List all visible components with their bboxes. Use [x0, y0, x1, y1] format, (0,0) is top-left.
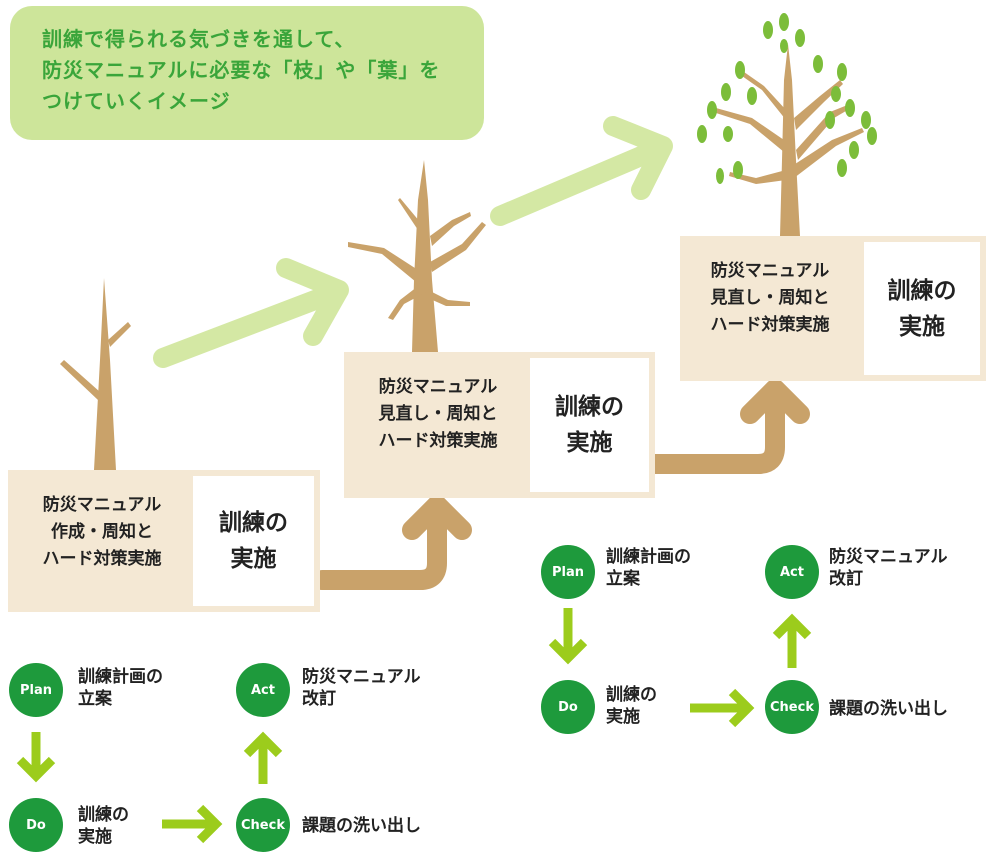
stage-3-training-line-1: 訓練の: [887, 277, 957, 304]
callout-line-2: 防災マニュアルに必要な「枝」や「葉」を: [42, 58, 441, 82]
pdca-2-do-node: Do: [541, 680, 595, 734]
pdca-1-act-line-2: 改訂: [302, 689, 336, 709]
pdca-2-plan-line-2: 立案: [606, 569, 640, 589]
pdca-2-act-label: 防災マニュアル 改訂: [829, 546, 948, 590]
pdca-2-plan-line-1: 訓練計画の: [606, 547, 691, 567]
pdca-2-plan-node: Plan: [541, 545, 595, 599]
pdca-2-check-node: Check: [765, 680, 819, 734]
stage-2-line-2: 見直し・周知と: [378, 404, 498, 424]
stage-1-training-line-1: 訓練の: [219, 510, 288, 536]
pdca-2-check-label: 課題の洗い出し: [829, 699, 948, 719]
stage-1-training-line-2: 実施: [230, 546, 277, 572]
stage-2-training-line-2: 実施: [566, 430, 613, 456]
stage-2-line-3: ハード対策実施: [378, 431, 498, 451]
pdca-1-do-line-2: 実施: [78, 827, 112, 847]
tree-bare: [348, 160, 486, 352]
stage-2-training-box: 訓練の 実施: [530, 358, 649, 492]
stage-1-text: 防災マニュアル 作成・周知と ハード対策実施: [14, 492, 190, 573]
growth-arrow-1: [153, 258, 349, 368]
pdca-2-do-line-2: 実施: [606, 707, 640, 727]
tree-sapling: [60, 278, 131, 470]
stage-1-line-2: 作成・周知と: [51, 522, 153, 542]
stage-2: 防災マニュアル 見直し・周知と ハード対策実施 訓練の 実施: [344, 352, 655, 498]
pdca-1-act-label: 防災マニュアル 改訂: [302, 666, 421, 710]
callout-line-1: 訓練で得られる気づきを通して、: [42, 27, 356, 51]
stage-3-line-2: 見直し・周知と: [710, 288, 830, 308]
stage-2-training-line-1: 訓練の: [555, 394, 624, 420]
stage-2-text: 防災マニュアル 見直し・周知と ハード対策実施: [350, 374, 526, 455]
pdca-arrows-1: [16, 731, 283, 844]
pdca-1-plan-node: Plan: [9, 663, 63, 717]
pdca-1-do-line-1: 訓練の: [78, 805, 129, 825]
pdca-1-do-node: Do: [9, 798, 63, 852]
pdca-2-act-node: Act: [765, 545, 819, 599]
pdca-2-act-line-2: 改訂: [829, 569, 863, 589]
pdca-1-plan-label: 訓練計画の 立案: [78, 666, 163, 710]
stage-3-text: 防災マニュアル 見直し・周知と ハード対策実施: [682, 258, 858, 339]
pdca-2-act-line-1: 防災マニュアル: [829, 547, 948, 567]
stage-1-line-1: 防災マニュアル: [42, 495, 162, 515]
pdca-1-check-node: Check: [236, 798, 290, 852]
stage-1: 防災マニュアル 作成・周知と ハード対策実施 訓練の 実施: [8, 470, 320, 612]
pdca-1-do-label: 訓練の 実施: [78, 804, 129, 848]
pdca-1-check-label: 課題の洗い出し: [302, 816, 421, 836]
stage-3-training-box: 訓練の 実施: [864, 242, 980, 375]
pdca-2-do-label: 訓練の 実施: [606, 684, 657, 728]
callout-line-3: つけていくイメージ: [42, 89, 231, 113]
stage-3-line-1: 防災マニュアル: [710, 261, 830, 281]
stage-3-line-3: ハード対策実施: [710, 315, 830, 335]
growth-arrow-2: [490, 116, 673, 226]
step-arrow-2: [645, 379, 810, 474]
tree-leafy: [697, 13, 877, 236]
stage-2-line-1: 防災マニュアル: [378, 377, 498, 397]
pdca-1-plan-line-1: 訓練計画の: [78, 667, 163, 687]
pdca-2-do-line-1: 訓練の: [606, 685, 657, 705]
stage-1-training-box: 訓練の 実施: [193, 476, 314, 606]
stage-3: 防災マニュアル 見直し・周知と ハード対策実施 訓練の 実施: [680, 236, 986, 381]
pdca-arrows-2: [548, 608, 812, 728]
pdca-1-plan-line-2: 立案: [78, 689, 112, 709]
step-arrow-1: [312, 495, 472, 590]
pdca-1-act-line-1: 防災マニュアル: [302, 667, 421, 687]
intro-callout: 訓練で得られる気づきを通して、 防災マニュアルに必要な「枝」や「葉」を つけてい…: [10, 6, 484, 140]
stage-3-training-line-2: 実施: [899, 313, 945, 340]
stage-1-line-3: ハード対策実施: [42, 549, 162, 569]
pdca-1-act-node: Act: [236, 663, 290, 717]
pdca-2-plan-label: 訓練計画の 立案: [606, 546, 691, 590]
